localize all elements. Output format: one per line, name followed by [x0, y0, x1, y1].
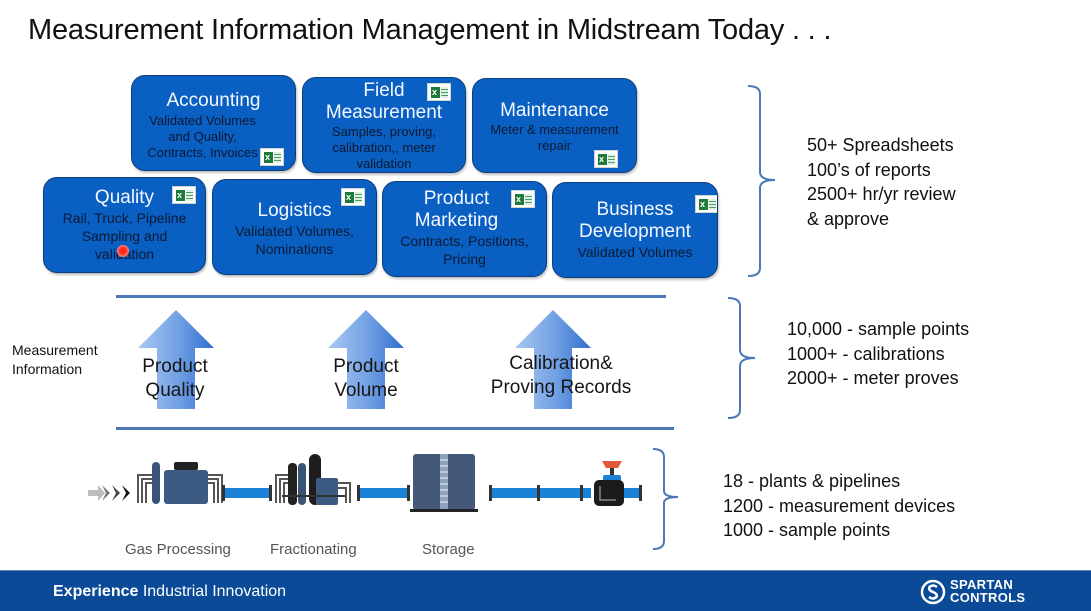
brace-facilities [652, 448, 679, 550]
dept-box-quality: Quality Rail, Truck, Pipeline Sampling a… [43, 177, 206, 273]
dept-subtitle: Validated Volumes, Nominations [235, 223, 354, 257]
divider-bottom [116, 427, 674, 430]
spartan-logo-icon [920, 579, 946, 605]
stat-line: 100’s of reports [807, 159, 931, 180]
footer-tagline: Experience Industrial Innovation [53, 583, 287, 600]
dept-subtitle: Meter & measurement repair [490, 122, 619, 153]
dept-box-product-marketing: Product Marketing Contracts, Positions, … [382, 181, 547, 277]
facility-label-fractionating: Fractionating [270, 541, 357, 558]
dept-box-field-measurement: Field Measurement Samples, proving, cali… [302, 77, 466, 173]
spartan-controls-logo: SPARTAN CONTROLS [920, 577, 1040, 607]
up-arrow-icon [138, 310, 214, 409]
flow-meter-icon [594, 461, 624, 506]
facilities-illustration [88, 454, 642, 512]
dept-title: Business Development [579, 199, 691, 242]
excel-icon: x [260, 148, 284, 166]
measurement-information-label: Measurement Information [12, 342, 98, 377]
slide-title: Measurement Information Management in Mi… [28, 14, 832, 46]
excel-icon: x [511, 190, 535, 208]
arrow-label-product-quality: Product Quality [142, 356, 208, 401]
pipe-segment [224, 488, 270, 498]
stat-line: 1200 - measurement devices [723, 495, 956, 516]
dept-title: Quality [94, 187, 155, 208]
dept-title: Accounting [166, 90, 261, 111]
measurement-stats: 10,000 - sample points 1000+ - calibrati… [787, 317, 969, 391]
dept-title: Product Marketing [414, 188, 499, 231]
dept-subtitle: Samples, proving, calibration,, meter va… [331, 124, 437, 171]
stat-line: 1000+ - calibrations [787, 343, 945, 364]
stat-line: & approve [807, 208, 890, 229]
pipe-segment [491, 488, 591, 498]
footer-bar: Experience Industrial Innovation SPARTAN… [0, 570, 1091, 611]
gas-processing-plant-icon [137, 462, 223, 504]
divider-top [116, 295, 666, 298]
excel-icon: x [172, 186, 196, 204]
up-arrow-icon [515, 310, 591, 409]
dept-subtitle: Rail, Truck, Pipeline Sampling and valid… [62, 210, 187, 262]
stat-line: 1000 - sample points [723, 520, 891, 540]
excel-icon: x [594, 150, 618, 168]
arrow-label-calibration-proving: Calibration& Proving Records [490, 353, 632, 398]
dept-title: Maintenance [500, 100, 609, 121]
stat-line: 50+ Spreadsheets [807, 135, 954, 155]
inlet-arrows-icon [88, 485, 130, 501]
dept-box-business-development: Business Development Validated Volumes x [552, 182, 718, 278]
facility-label-storage: Storage [422, 541, 475, 558]
dept-box-accounting: Accounting Validated Volumes and Quality… [131, 75, 296, 171]
stat-line: 2000+ - meter proves [787, 368, 959, 388]
excel-icon: x [427, 83, 451, 101]
stat-line: 10,000 - sample points [787, 319, 970, 339]
dept-subtitle: Validated Volumes and Quality, Contracts… [147, 113, 258, 160]
storage-tank-icon [410, 454, 478, 512]
up-arrow-icon [328, 310, 404, 409]
dept-box-maintenance: Maintenance Meter & measurement repair x [472, 78, 637, 173]
facility-stats: 18 - plants & pipelines 1200 - measureme… [723, 469, 955, 543]
facility-label-gas-processing: Gas Processing [125, 541, 231, 558]
department-stats: 50+ Spreadsheets 100’s of reports 2500+ … [807, 133, 956, 231]
dept-title: Logistics [257, 200, 332, 221]
dept-box-logistics: Logistics Validated Volumes, Nominations… [212, 179, 377, 275]
fractionating-plant-icon [275, 454, 351, 505]
pipe-segment [359, 488, 409, 498]
dept-title: Field Measurement [325, 80, 443, 123]
dept-subtitle: Validated Volumes [577, 244, 693, 260]
stat-line: 18 - plants & pipelines [723, 471, 901, 491]
excel-icon: x [695, 195, 717, 213]
dept-subtitle: Contracts, Positions, Pricing [400, 233, 529, 267]
stat-line: 2500+ hr/yr review [807, 184, 956, 204]
brace-departments [747, 85, 776, 277]
arrow-label-product-volume: Product Volume [333, 356, 399, 401]
cursor-pointer-dot [117, 245, 129, 257]
excel-icon: x [341, 188, 365, 206]
brace-measurement [727, 297, 756, 419]
